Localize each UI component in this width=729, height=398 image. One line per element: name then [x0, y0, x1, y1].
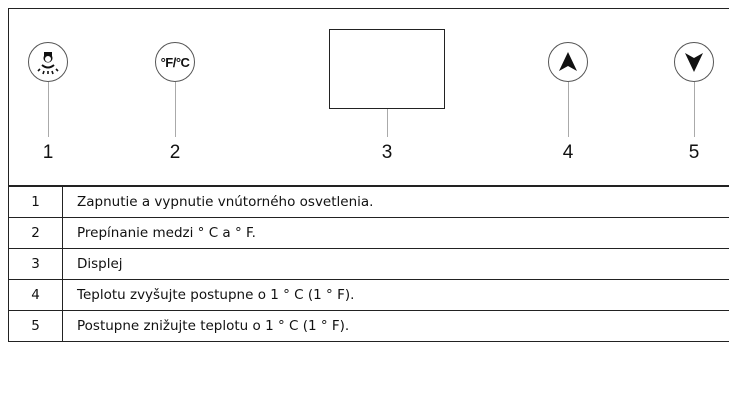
legend-number: 3 — [8, 248, 63, 280]
legend-row: 1 Zapnutie a vypnutie vnútorného osvetle… — [8, 186, 729, 218]
legend-number: 5 — [8, 310, 63, 342]
legend-text: Displej — [62, 248, 729, 280]
legend-table: 1 Zapnutie a vypnutie vnútorného osvetle… — [8, 186, 729, 342]
leader-line-3 — [387, 109, 388, 137]
unit-toggle-button: °F/°C — [155, 42, 195, 82]
label-number-3: 3 — [381, 142, 393, 163]
temperature-up-button — [548, 42, 588, 82]
legend-row: 4 Teplotu zvyšujte postupne o 1 ° C (1 °… — [8, 279, 729, 311]
leader-line-4 — [568, 82, 569, 137]
leader-line-5 — [694, 82, 695, 137]
legend-text: Zapnutie a vypnutie vnútorného osvetleni… — [62, 186, 729, 218]
temperature-down-button — [674, 42, 714, 82]
label-number-5: 5 — [688, 142, 700, 163]
label-number-2: 2 — [169, 142, 181, 163]
arrow-down-icon — [685, 53, 703, 72]
label-number-4: 4 — [562, 142, 574, 163]
legend-text: Teplotu zvyšujte postupne o 1 ° C (1 ° F… — [62, 279, 729, 311]
leader-line-1 — [48, 82, 49, 137]
leader-line-2 — [175, 82, 176, 137]
legend-row: 3 Displej — [8, 248, 729, 280]
label-number-1: 1 — [42, 142, 54, 163]
light-bulb-icon — [37, 52, 59, 75]
control-panel-diagram: 1 °F/°C 2 3 4 5 — [8, 8, 729, 186]
legend-number: 1 — [8, 186, 63, 218]
legend-text: Postupne znižujte teplotu o 1 ° C (1 ° F… — [62, 310, 729, 342]
legend-row: 5 Postupne znižujte teplotu o 1 ° C (1 °… — [8, 310, 729, 342]
arrow-up-icon — [559, 52, 577, 71]
legend-number: 2 — [8, 217, 63, 249]
fahrenheit-celsius-icon: °F/°C — [160, 54, 190, 70]
legend-row: 2 Prepínanie medzi ° C a ° F. — [8, 217, 729, 249]
light-button — [28, 42, 68, 82]
legend-text: Prepínanie medzi ° C a ° F. — [62, 217, 729, 249]
legend-number: 4 — [8, 279, 63, 311]
display-screen — [329, 29, 445, 109]
